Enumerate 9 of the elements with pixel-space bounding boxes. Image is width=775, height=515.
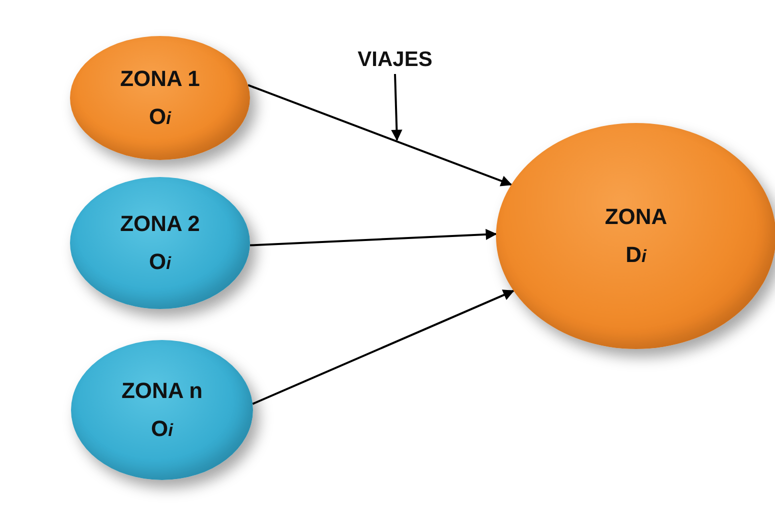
label-text: VIAJES [340,46,450,74]
zone-label: ZONA 1 [120,64,200,92]
arrow [250,228,497,246]
arrow [391,74,402,141]
arrow [252,290,514,405]
zone-label: ZONA [604,202,668,230]
zone-label: ZONA n [121,376,203,404]
zone-label: ZONA 2 [120,210,200,238]
arrow [248,84,512,186]
